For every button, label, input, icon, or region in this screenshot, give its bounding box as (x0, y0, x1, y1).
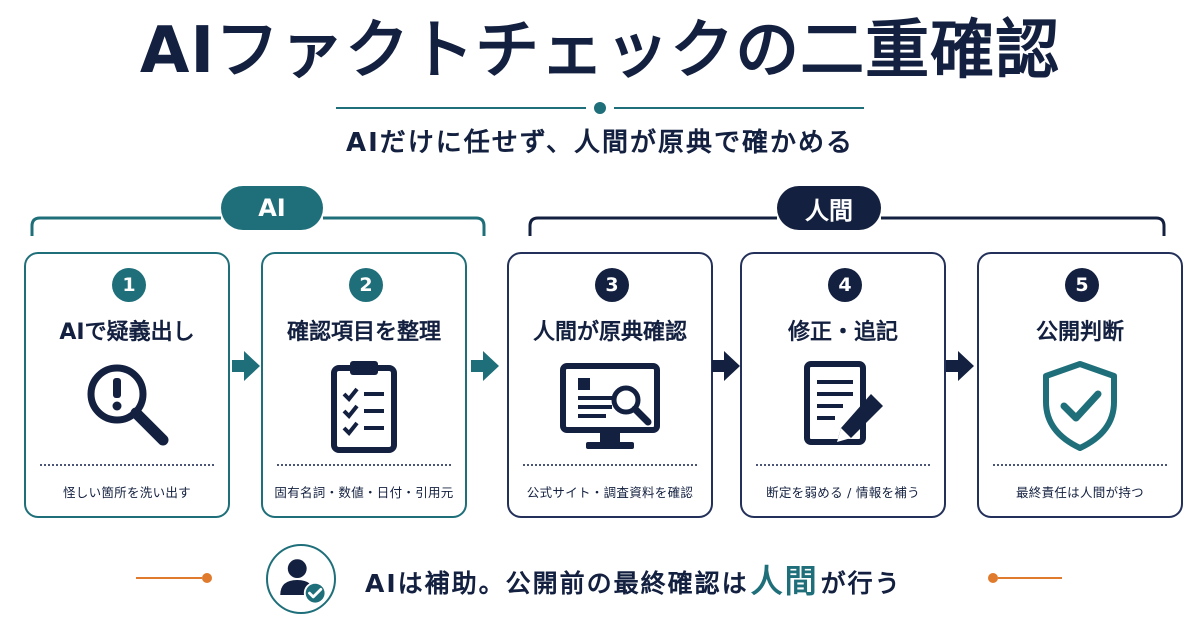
avatar (266, 544, 336, 614)
subtitle: AIだけに任せず、人間が原典で確かめる (346, 128, 854, 158)
step-card-2: 2 確認項目を整理 固有名詞・数値・日付・引用元 (261, 252, 467, 518)
arrow-right-icon (232, 351, 260, 381)
footer-dot-right (988, 573, 998, 583)
group-label-human: 人間 (777, 186, 881, 230)
step-number: 1 (112, 268, 146, 302)
step-title: 確認項目を整理 (286, 320, 441, 345)
page-title: AIファクトチェックの二重確認 (139, 14, 1061, 88)
step-card-1: 1 AIで疑義出し 怪しい箇所を洗い出す (24, 252, 230, 518)
footer-text-after: が行う (820, 569, 902, 598)
step-title: AIで疑義出し (59, 320, 195, 345)
footer-emphasis: 人間 (750, 562, 819, 600)
arrow-right-icon (712, 351, 740, 381)
card-divider (40, 464, 214, 466)
step-description: 最終責任は人間が持つ (1015, 485, 1144, 500)
step-card-4: 4 修正・追記 断定を弱める / 情報を補う (740, 252, 946, 518)
step-number: 5 (1065, 268, 1099, 302)
footer-dot-left (202, 573, 212, 583)
monitor-document-search-icon (560, 363, 660, 449)
step-card-5: 5 公開判断 最終責任は人間が持つ (977, 252, 1183, 518)
card-divider (756, 464, 930, 466)
step-title: 修正・追記 (787, 320, 898, 345)
card-divider (277, 464, 451, 466)
step-title: 公開判断 (1035, 320, 1124, 345)
step-description: 断定を弱める / 情報を補う (766, 485, 920, 500)
footer-line-left (136, 577, 202, 579)
arrow-right-icon (946, 351, 974, 381)
person-check-icon (280, 559, 327, 605)
magnifier-exclamation-icon (87, 364, 169, 446)
step-description: 固有名詞・数値・日付・引用元 (274, 485, 454, 500)
footer-text-before: AIは補助。公開前の最終確認は (365, 569, 749, 598)
step-number: 2 (349, 268, 383, 302)
step-title: 人間が原典確認 (532, 320, 687, 345)
group-brackets (30, 216, 1166, 236)
card-divider (993, 464, 1167, 466)
card-divider (523, 464, 697, 466)
footer-note: AIは補助。公開前の最終確認は 人間 が行う (365, 556, 902, 604)
step-number: 4 (828, 268, 862, 302)
shield-check-icon (1043, 361, 1117, 451)
step-description: 怪しい箇所を洗い出す (62, 485, 191, 500)
step-number: 3 (595, 268, 629, 302)
footer-line-right (998, 577, 1062, 579)
document-pencil-icon (804, 361, 883, 445)
arrow-right-icon (471, 351, 499, 381)
step-card-3: 3 人間が原典確認 公式サイト・調査資料を確認 (507, 252, 713, 518)
checklist-clipboard-icon (331, 361, 397, 453)
step-description: 公式サイト・調査資料を確認 (526, 485, 694, 500)
group-label-ai: AI (221, 186, 323, 230)
title-divider (336, 102, 864, 114)
